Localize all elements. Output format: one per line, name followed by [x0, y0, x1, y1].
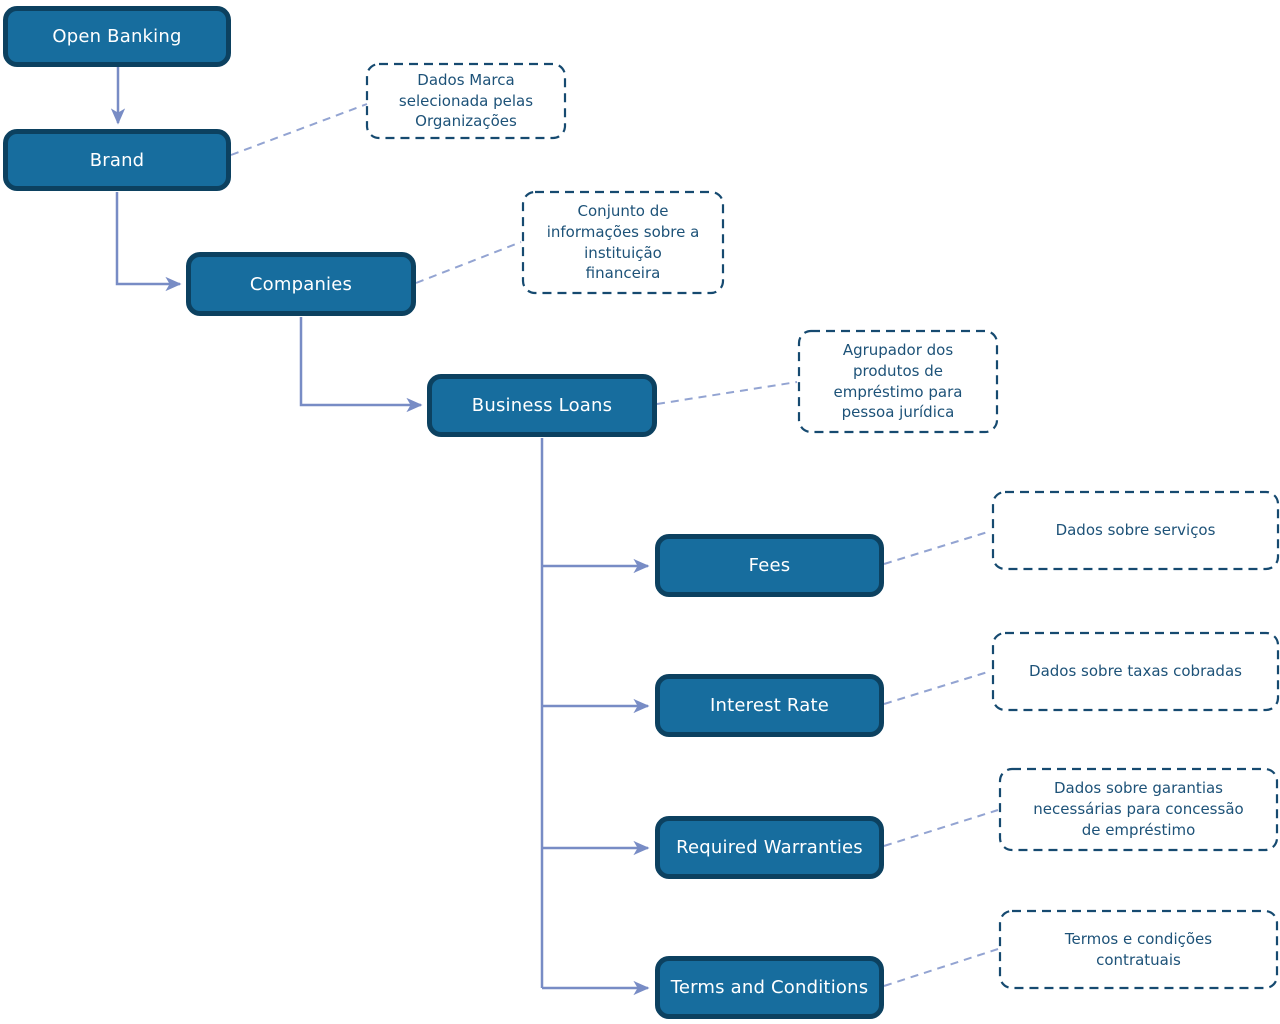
node-brand-label: Brand: [89, 149, 145, 171]
callout-companies-note: Conjunto de informações sobre a institui…: [546, 202, 700, 283]
callout-interest-rate-note: Dados sobre taxas cobradas: [1029, 662, 1242, 681]
node-business-loans: Business Loans: [427, 374, 657, 437]
node-open-banking: Open Banking: [3, 6, 231, 67]
callout-terms-and-conditions-note: Termos e condições contratuais: [1064, 929, 1213, 969]
callout-business-loans-note: Agrupador dos produtos de empréstimo par…: [833, 341, 963, 422]
callout-link-termsandconditions: [883, 948, 999, 987]
edge-companies-businessloans: [299, 317, 423, 413]
node-companies-label: Companies: [249, 273, 353, 295]
callout-brand-note: Dados Marca selecionada pelas Organizaçõ…: [398, 70, 534, 131]
callout-link-interestrate: [883, 670, 992, 705]
node-brand: Brand: [3, 129, 231, 191]
callout-link-companies: [415, 241, 522, 284]
node-required-warranties-label: Required Warranties: [676, 837, 863, 858]
callout-link-requiredwarranties: [883, 809, 999, 847]
node-required-warranties: Required Warranties: [655, 816, 884, 879]
node-business-loans-label: Business Loans: [471, 395, 613, 416]
node-terms-and-conditions: Terms and Conditions: [655, 956, 884, 1019]
node-terms-and-conditions-label: Terms and Conditions: [670, 977, 869, 998]
callout-link-businessloans: [656, 381, 798, 405]
node-interest-rate-label: Interest Rate: [710, 695, 829, 716]
node-open-banking-label: Open Banking: [52, 26, 182, 47]
callout-link-fees: [883, 530, 992, 565]
callout-fees-note: Dados sobre serviços: [1055, 521, 1216, 540]
node-interest-rate: Interest Rate: [655, 674, 884, 737]
node-companies: Companies: [186, 252, 416, 316]
edge-brand-companies: [115, 192, 182, 292]
node-fees-label: Fees: [748, 555, 791, 576]
node-fees: Fees: [655, 534, 884, 597]
callout-link-brand: [230, 103, 368, 156]
callout-required-warranties-note: Dados sobre garantias necessárias para c…: [1033, 779, 1244, 839]
